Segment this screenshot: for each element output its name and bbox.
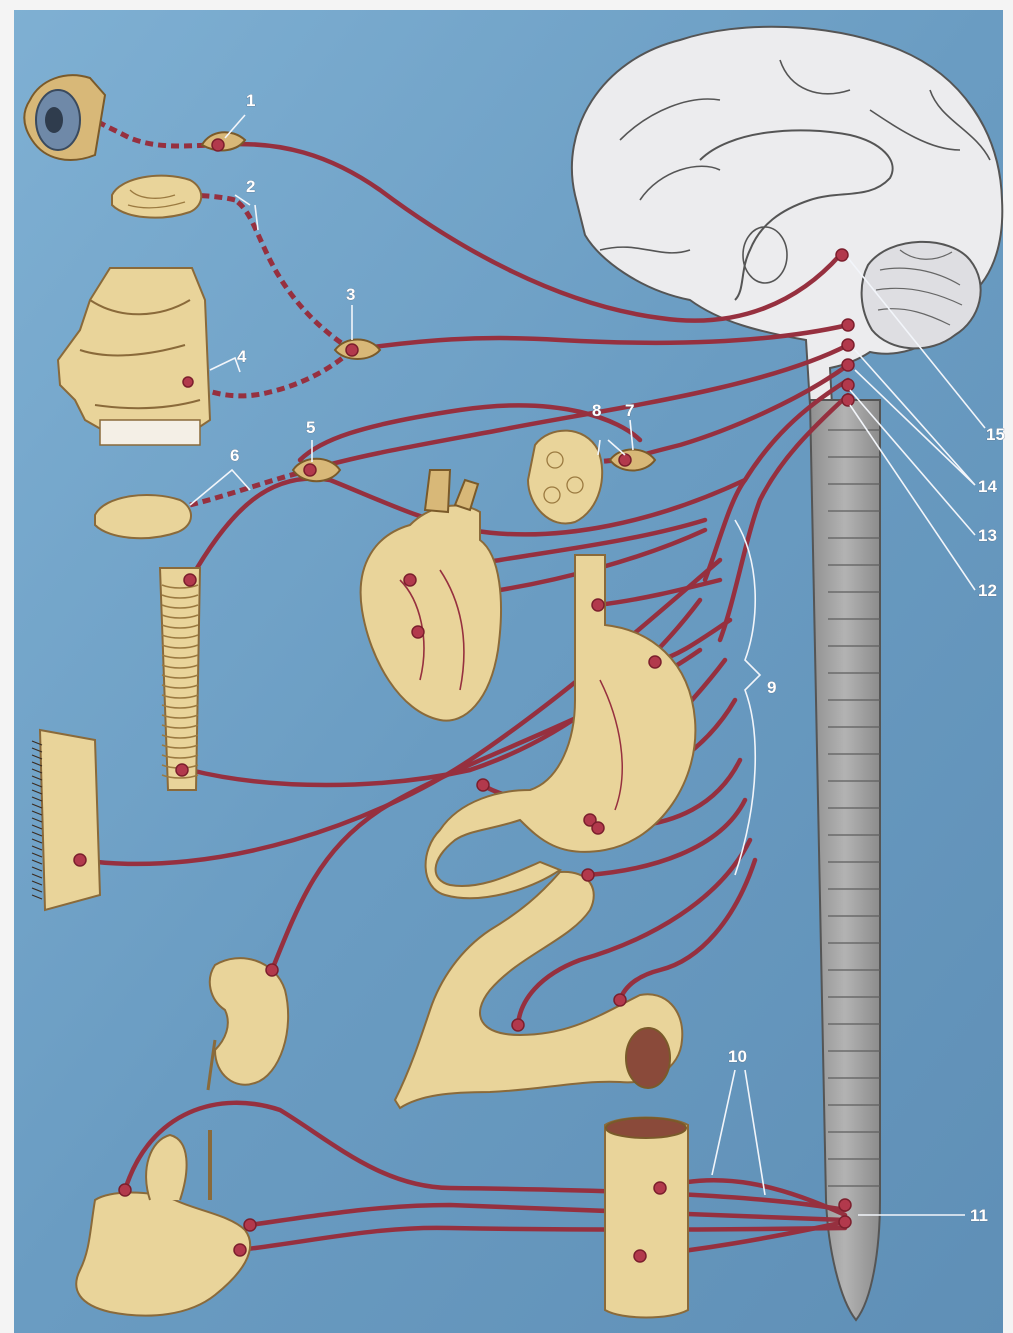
label-15: 15 — [986, 425, 1005, 444]
parotid-gland — [95, 495, 191, 538]
poster-frame-top — [0, 0, 1013, 10]
label-10: 10 — [728, 1047, 747, 1066]
label-13: 13 — [978, 526, 997, 545]
lacrimal-gland — [112, 176, 201, 218]
poster-frame-left — [0, 0, 14, 1333]
rectum — [605, 1118, 688, 1318]
label-14: 14 — [978, 477, 997, 496]
trachea — [160, 568, 200, 790]
label-2: 2 — [246, 177, 255, 196]
label-3: 3 — [346, 285, 355, 304]
label-4: 4 — [237, 347, 247, 366]
label-7: 7 — [625, 401, 634, 420]
poster-frame-right — [1003, 0, 1013, 1333]
submandibular-gland — [528, 431, 602, 524]
label-5: 5 — [306, 418, 315, 437]
label-9: 9 — [767, 678, 776, 697]
label-1: 1 — [246, 91, 255, 110]
label-8: 8 — [592, 401, 601, 420]
label-6: 6 — [230, 446, 239, 465]
label-12: 12 — [978, 581, 997, 600]
label-11: 11 — [970, 1206, 988, 1225]
